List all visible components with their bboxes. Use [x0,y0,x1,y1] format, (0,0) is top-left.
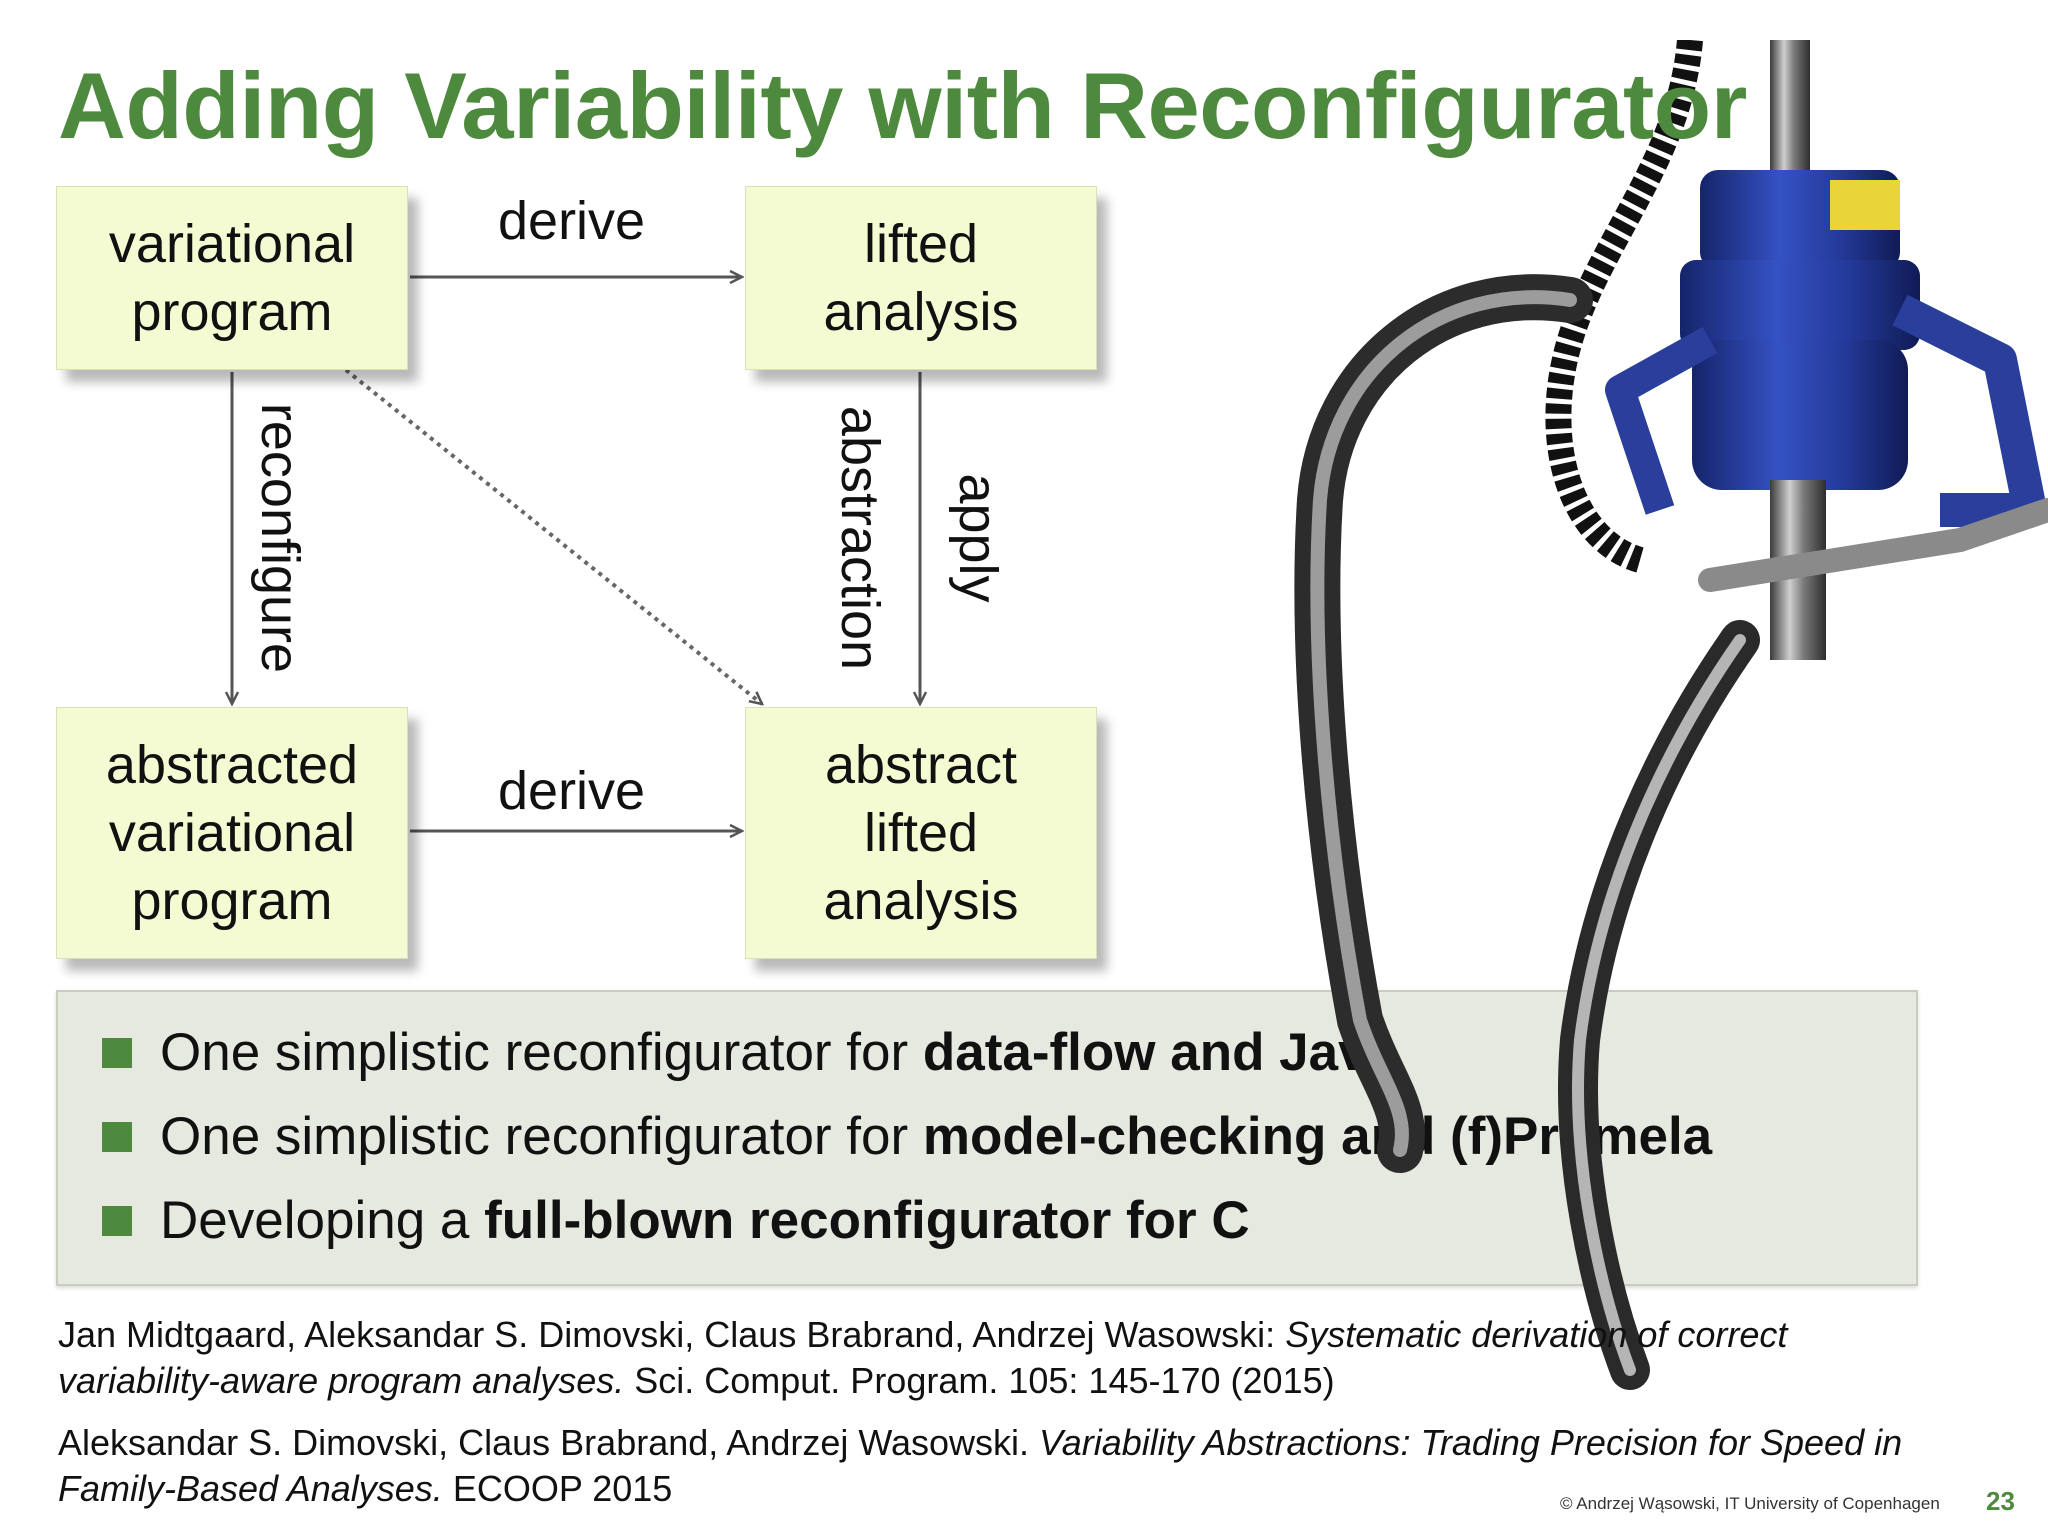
bullet-text: One simplistic reconfigurator for [160,1107,923,1166]
reference-1-title: Systematic derivation of correct variabi… [58,1314,1788,1401]
edge-label-derive-top: derive [498,191,646,251]
bullet-text: One simplistic reconfigurator for [160,1023,923,1082]
node-abstracted-variational-program-label: abstracted variational program [105,735,359,931]
node-abstract-lifted-analysis-label: abstract lifted analysis [823,735,1019,931]
slide-title: Adding Variability with Reconfigurator [58,53,1747,158]
node-lifted-analysis-label: lifted analysis [823,214,1019,342]
node-variational-program: variational program [56,186,408,370]
edge-label-apply: apply [948,473,1008,603]
bullet-text: Developing a [160,1191,485,1250]
analysis-diagram: variational program lifted analysis abst… [0,0,1120,1000]
footer-copyright: © Andrzej Wąsowski, IT University of Cop… [1560,1494,1940,1513]
bullet-bold-text: data-flow and Java [922,1023,1398,1082]
bullet-bold-text: full-blown reconfigurator for C [484,1191,1250,1250]
node-abstracted-variational-program: abstracted variational program [56,707,408,959]
reference-2: Aleksandar S. Dimovski, Claus Brabrand, … [58,1420,1918,1512]
node-variational-program-label: variational program [108,214,356,342]
reference-2-title: Variability Abstractions: Trading Precis… [58,1422,1903,1509]
abstraction-dotted-arrow [344,368,762,704]
green-square-icon [102,1038,132,1068]
edge-label-reconfigure: reconfigure [250,402,310,674]
reference-1-authors: Jan Midtgaard, Aleksandar S. Dimovski, C… [58,1314,1286,1355]
bullet-item: One simplistic reconfigurator for data-f… [102,1022,1397,1083]
green-square-icon [102,1206,132,1236]
reference-2-authors: Aleksandar S. Dimovski, Claus Brabrand, … [58,1422,1040,1463]
edge-label-abstraction: abstraction [830,405,890,671]
node-abstract-lifted-analysis: abstract lifted analysis [745,707,1097,959]
green-square-icon [102,1122,132,1152]
reference-1: Jan Midtgaard, Aleksandar S. Dimovski, C… [58,1312,1918,1404]
bullet-item: Developing a full-blown reconfigurator f… [102,1190,1250,1251]
edge-label-derive-bottom: derive [498,761,646,821]
page-number: 23 [1986,1486,2015,1516]
reference-2-venue: ECOOP 2015 [442,1468,673,1509]
robotic-claw-image [1294,40,2048,1390]
reference-1-venue: Sci. Comput. Program. 105: 145-170 (2015… [624,1360,1335,1401]
node-lifted-analysis: lifted analysis [745,186,1097,370]
diagram-arrows [0,0,1120,1000]
